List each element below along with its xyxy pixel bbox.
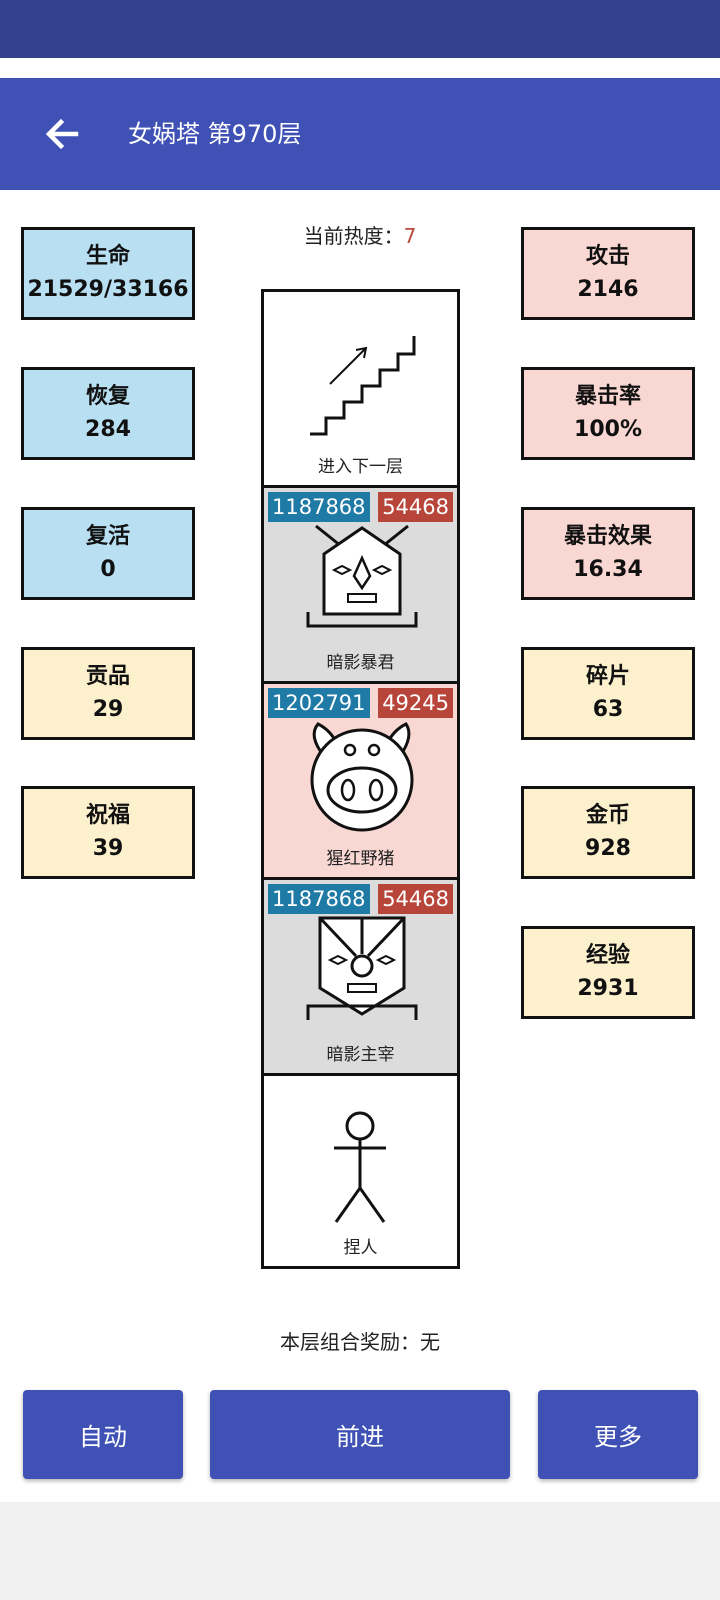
stairs-icon (310, 336, 416, 436)
stat-label: 贡品 (85, 663, 130, 689)
stat-value: 29 (92, 696, 124, 722)
stat-tribute[interactable]: 贡品 29 (21, 647, 195, 740)
arrow-left-icon (45, 118, 79, 150)
app-bar: 女娲塔 第970层 (0, 78, 720, 190)
stat-label: 金币 (585, 802, 630, 828)
stat-crit-effect[interactable]: 暴击效果 16.34 (521, 507, 695, 600)
monster-attack-badge: 54468 (378, 492, 453, 522)
stat-hp[interactable]: 生命 21529/33166 (21, 227, 195, 320)
forward-button[interactable]: 前进 (210, 1390, 510, 1479)
stat-value: 2931 (577, 975, 639, 1001)
page-title: 女娲塔 第970层 (128, 120, 302, 148)
stat-value: 100% (574, 416, 642, 442)
game-content: 当前热度：7 生命 21529/33166 恢复 284 复活 0 贡品 29 … (0, 190, 720, 1502)
cell-name: 进入下一层 (318, 457, 403, 477)
stat-label: 经验 (585, 942, 630, 968)
tower-cell-monster[interactable]: 1187868 54468 暗影主宰 (264, 880, 457, 1076)
tower-cell-monster[interactable]: 1202791 49245 猩红野猪 (264, 684, 457, 880)
stat-label: 暴击率 (574, 383, 641, 409)
stat-value: 16.34 (573, 556, 643, 582)
tower-cell-player[interactable]: 捏人 (264, 1076, 457, 1266)
monster-hp-badge: 1187868 (268, 492, 370, 522)
stick-figure-icon (334, 1111, 386, 1223)
stat-value: 2146 (577, 276, 639, 302)
cell-name: 捏人 (343, 1238, 378, 1258)
heat-value: 7 (403, 224, 417, 248)
status-bar (0, 0, 720, 58)
heat-label: 当前热度： (303, 224, 404, 248)
stat-blessing[interactable]: 祝福 39 (21, 786, 195, 879)
stat-value: 284 (85, 416, 131, 442)
stat-label: 复活 (85, 523, 130, 549)
monster-hp-badge: 1202791 (268, 688, 370, 718)
bottom-area (0, 1502, 720, 1600)
stat-gold[interactable]: 金币 928 (521, 786, 695, 879)
tower-cell-monster[interactable]: 1187868 54468 暗影暴君 (264, 488, 457, 684)
more-button[interactable]: 更多 (538, 1390, 698, 1479)
stat-label: 祝福 (85, 802, 130, 828)
stat-label: 生命 (85, 243, 130, 269)
tower-column: 进入下一层 1187868 54468 暗影暴君 (261, 289, 460, 1269)
stat-label: 碎片 (585, 663, 630, 689)
stat-value: 0 (100, 556, 116, 582)
stat-exp[interactable]: 经验 2931 (521, 926, 695, 1019)
stat-value: 63 (592, 696, 624, 722)
stat-crit-rate[interactable]: 暴击率 100% (521, 367, 695, 460)
stat-value: 928 (585, 835, 631, 861)
stat-label: 攻击 (585, 243, 630, 269)
monster-attack-badge: 54468 (378, 884, 453, 914)
heat-indicator: 当前热度：7 (0, 220, 720, 249)
shadow-lord-icon (306, 916, 418, 1020)
auto-button[interactable]: 自动 (23, 1390, 183, 1479)
status-gap (0, 58, 720, 78)
stat-value: 39 (92, 835, 124, 861)
stat-label: 恢复 (85, 383, 130, 409)
monster-hp-badge: 1187868 (268, 884, 370, 914)
stat-label: 暴击效果 (563, 523, 652, 549)
shadow-tyrant-icon (306, 524, 418, 628)
back-button[interactable] (36, 108, 88, 160)
cell-name: 猩红野猪 (326, 849, 395, 869)
boar-icon (310, 722, 414, 832)
stat-revive[interactable]: 复活 0 (21, 507, 195, 600)
cell-name: 暗影主宰 (326, 1045, 395, 1065)
stat-value: 21529/33166 (27, 276, 189, 302)
stat-fragments[interactable]: 碎片 63 (521, 647, 695, 740)
stat-attack[interactable]: 攻击 2146 (521, 227, 695, 320)
monster-attack-badge: 49245 (378, 688, 453, 718)
cell-name: 暗影暴君 (326, 653, 395, 673)
stat-regen[interactable]: 恢复 284 (21, 367, 195, 460)
tower-cell-next-floor[interactable]: 进入下一层 (264, 292, 457, 488)
combo-reward-text: 本层组合奖励：无 (280, 1330, 440, 1354)
